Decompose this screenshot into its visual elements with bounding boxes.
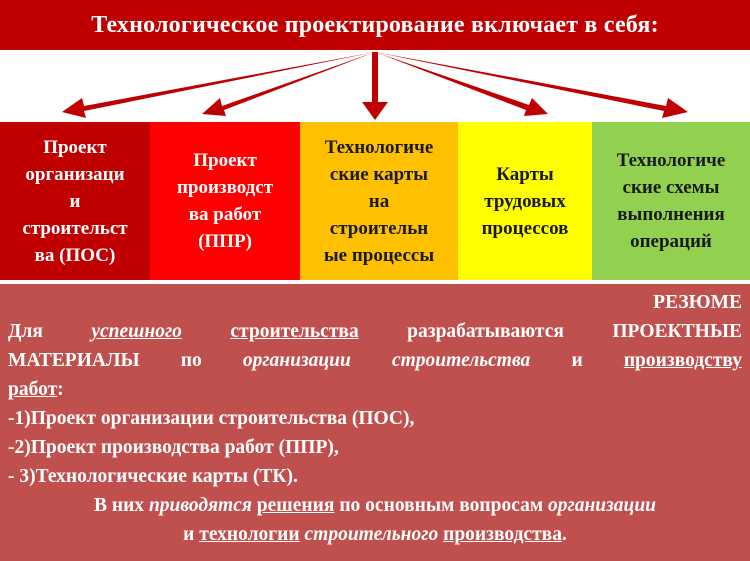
title-bar: Технологическое проектирование включает … [0,0,750,50]
summary-final-2-w1: и [183,524,195,545]
summary-line-2-w3: и [571,350,583,371]
summary-line-2-w4: производству [623,350,743,371]
summary-line-1-w4: разрабатываются ПРОЕКТНЫЕ [407,321,742,342]
box-ppr: Проект производст ва работ (ППР) [150,122,300,280]
summary-final-1-w1: В них [93,495,145,516]
arrow-to-box-4 [375,52,548,116]
summary-line-2-w1: МАТЕРИАЛЫ по [8,350,202,371]
arrow-to-box-3 [362,52,388,120]
summary-panel: РЕЗЮМЕ Для успешного строительства разра… [0,284,750,561]
box-labor-cards-label: Карты трудовых процессов [481,163,569,239]
summary-line-3-w1: работ [8,379,58,400]
summary-item-2: -2)Проект производства работ (ППР), [8,437,339,458]
arrow-to-box-2 [202,52,375,116]
box-tech-cards-label: Технологиче ские карты на строительн ые … [323,136,435,266]
summary-line-1-w3: строительства [230,321,359,342]
summary-line-1: Для успешного строительства разрабатываю… [8,317,742,346]
summary-heading: РЕЗЮМЕ [653,292,742,313]
summary-line-2-w2: организации строительства [242,350,531,371]
summary-item-1: -1)Проект организации строительства (ПОС… [8,408,415,429]
summary-line-1-w1: Для [8,321,43,342]
summary-line-3: работ: [8,375,742,404]
box-pos-label: Проект организаци и строительст ва (ПОС) [22,136,128,266]
category-boxes: Проект организаци и строительст ва (ПОС)… [0,122,750,280]
summary-line-2: МАТЕРИАЛЫ по организации строительства и… [8,346,742,375]
summary-item-3: - 3)Технологические карты (ТК). [8,466,298,487]
summary-final-2-w4: производства [443,524,562,545]
box-pos: Проект организаци и строительст ва (ПОС) [0,122,150,280]
summary-final-1: В них приводятся решения по основным воп… [8,491,742,520]
summary-final-2-w5: . [561,524,567,545]
box-tech-schemes-label: Технологиче ские схемы выполнения операц… [616,150,726,252]
branch-arrows [62,52,688,120]
box-labor-cards: Карты трудовых процессов [458,122,592,280]
box-ppr-label: Проект производст ва работ (ППР) [176,150,274,252]
summary-final-2-w2: технологии [199,524,300,545]
summary-final-1-w5: организации [548,495,657,516]
summary-final-2-w3: строительного [304,524,439,545]
page-title: Технологическое проектирование включает … [91,11,659,38]
summary-final-1-w4: по основным вопросам [339,495,544,516]
box-tech-cards: Технологиче ские карты на строительн ые … [300,122,458,280]
summary-final-2: и технологии строительного производства. [8,520,742,549]
summary-line-1-w2: успешного [91,321,182,342]
summary-line-3-w2: : [57,379,64,400]
summary-final-1-w3: решения [256,495,335,516]
summary-final-1-w2: приводятся [148,495,252,516]
box-tech-schemes: Технологиче ские схемы выполнения операц… [592,122,750,280]
